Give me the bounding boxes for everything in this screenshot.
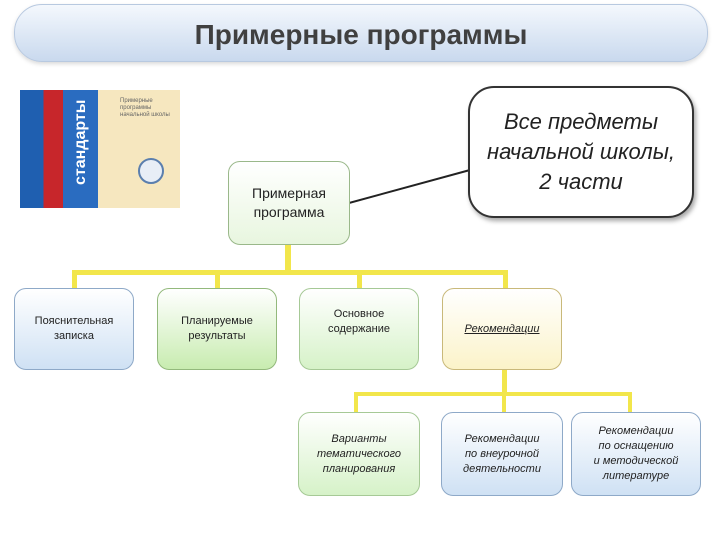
connector-horizontal-bottom — [354, 392, 632, 396]
node-line: Пояснительная — [34, 315, 114, 327]
page-title: Примерные программы — [194, 19, 528, 50]
node-main-content: Основное содержание — [299, 288, 419, 370]
connector-root-down — [285, 245, 291, 273]
node-line: Рекомендации — [464, 322, 540, 335]
node-line: тематического — [316, 447, 401, 460]
connector-horizontal-top — [72, 270, 508, 275]
node-line: по внеурочной — [465, 447, 539, 460]
root-node-line2: программа — [253, 204, 325, 220]
node-line: литературе — [602, 470, 670, 482]
callout-line3: 2 части — [539, 169, 623, 194]
node-explanatory-note: Пояснительная записка — [14, 288, 134, 370]
node-equipment-literature: Рекомендации по оснащению и методической… — [571, 412, 701, 496]
node-line: Рекомендации — [464, 432, 540, 445]
node-planned-results: Планируемые результаты — [157, 288, 277, 370]
connector-l1-2 — [215, 270, 220, 290]
root-node: Примерная программа — [228, 161, 350, 245]
node-line: содержание — [328, 323, 390, 335]
node-line: по оснащению — [598, 440, 674, 452]
node-thematic-planning: Варианты тематического планирования — [298, 412, 420, 496]
connector-l2-3 — [628, 392, 632, 414]
node-line: Рекомендации — [598, 425, 674, 437]
node-line: планирования — [322, 462, 396, 475]
book-cover-image: стандарты Примерные программы начальной … — [20, 90, 180, 208]
connector-l1-1 — [72, 270, 77, 290]
node-line: Основное — [333, 308, 385, 320]
node-line: Планируемые — [181, 315, 253, 327]
connector-rec-down — [502, 370, 507, 394]
book-spine — [20, 90, 98, 208]
node-line: записка — [54, 330, 94, 342]
title-banner: Примерные программы — [14, 4, 708, 62]
node-line: деятельности — [463, 462, 541, 475]
connector-l1-3 — [357, 270, 362, 290]
node-extracurricular: Рекомендации по внеурочной деятельности — [441, 412, 563, 496]
book-spine-text: стандарты — [72, 99, 89, 185]
book-cover-text: Примерные программы начальной школы — [120, 98, 170, 118]
callout-line1: Все предметы — [503, 109, 659, 134]
node-line: и методической — [593, 455, 679, 467]
connector-l2-2 — [502, 392, 506, 414]
node-line: результаты — [188, 330, 246, 342]
callout-line2: начальной школы, — [486, 139, 676, 164]
node-line: Варианты — [331, 432, 387, 445]
connector-l2-1 — [354, 392, 358, 414]
book-emblem-icon — [138, 158, 164, 184]
root-node-line1: Примерная — [252, 185, 326, 201]
callout-note: Все предметы начальной школы, 2 части — [468, 86, 694, 218]
connector-l1-4 — [503, 270, 508, 290]
node-recommendations: Рекомендации — [442, 288, 562, 370]
